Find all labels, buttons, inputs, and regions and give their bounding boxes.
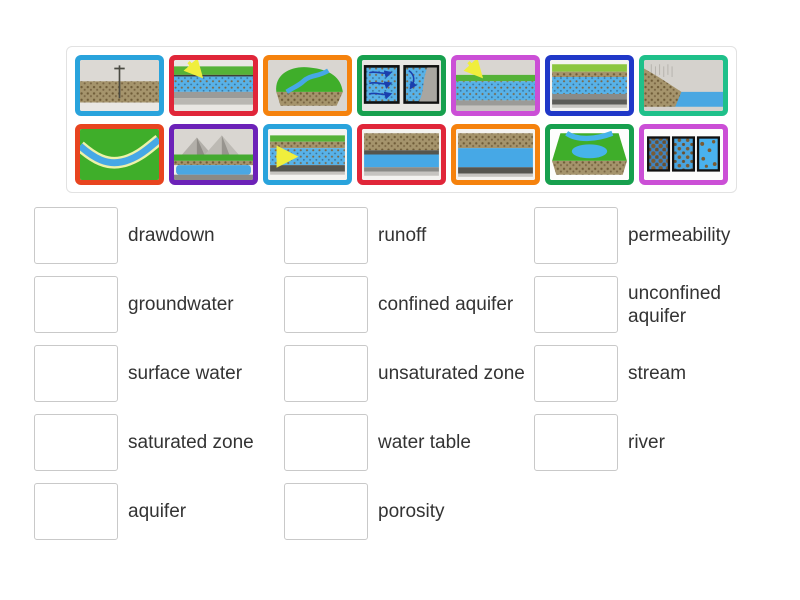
drop-zone-water-table[interactable] — [284, 414, 368, 471]
tile-stream[interactable] — [263, 55, 352, 116]
river-diagram-image — [80, 129, 159, 180]
match-row: river — [534, 414, 778, 471]
match-row: unsaturated zone — [284, 345, 528, 402]
runoff-diagram-image — [644, 60, 723, 111]
tile-confined-aquifer[interactable] — [357, 124, 446, 185]
drop-zone-runoff[interactable] — [284, 207, 368, 264]
drop-zone-groundwater[interactable] — [34, 276, 118, 333]
tile-surface-water[interactable] — [545, 124, 634, 185]
drop-zone-confined-aquifer[interactable] — [284, 276, 368, 333]
match-label-porosity: porosity — [378, 501, 445, 522]
match-label-confined-aquifer: confined aquifer — [378, 294, 514, 315]
match-row: unconfined aquifer — [534, 276, 778, 333]
tile-unconfined-aquifer[interactable] — [451, 124, 540, 185]
match-row: saturated zone — [34, 414, 278, 471]
match-label-water-table: water table — [378, 432, 471, 453]
drop-zone-porosity[interactable] — [284, 483, 368, 540]
unsaturated-zone-diagram-image — [456, 60, 535, 111]
groundwater-flow-diagram-image — [268, 129, 347, 180]
drop-zone-surface-water[interactable] — [34, 345, 118, 402]
match-label-unconfined-aquifer: unconfined aquifer — [628, 282, 721, 327]
porosity-diagram-image — [644, 129, 723, 180]
match-row: drawdown — [34, 207, 278, 264]
tile-groundwater-flow[interactable] — [263, 124, 352, 185]
tile-permeability[interactable] — [357, 55, 446, 116]
match-label-runoff: runoff — [378, 225, 427, 246]
tile-river[interactable] — [75, 124, 164, 185]
drop-zone-drawdown[interactable] — [34, 207, 118, 264]
tile-water-table[interactable] — [169, 55, 258, 116]
match-row: confined aquifer — [284, 276, 528, 333]
match-column-1: drawdown groundwater surface water satur… — [34, 207, 278, 552]
mountains-groundwater-diagram-image — [174, 129, 253, 180]
water-table-diagram-image — [174, 60, 253, 111]
permeability-diagram-image — [362, 60, 441, 111]
drop-zone-unsaturated-zone[interactable] — [284, 345, 368, 402]
tile-aquifer[interactable] — [545, 55, 634, 116]
match-label-river: river — [628, 432, 665, 453]
match-row: groundwater — [34, 276, 278, 333]
match-label-saturated-zone: saturated zone — [128, 432, 254, 453]
match-label-permeability: permeability — [628, 225, 731, 246]
match-row: aquifer — [34, 483, 278, 540]
match-row: permeability — [534, 207, 778, 264]
match-row: water table — [284, 414, 528, 471]
tile-drawdown-well[interactable] — [75, 55, 164, 116]
drop-zone-river[interactable] — [534, 414, 618, 471]
surface-water-diagram-image — [550, 129, 629, 180]
match-label-stream: stream — [628, 363, 687, 384]
drop-zone-unconfined-aquifer[interactable] — [534, 276, 618, 333]
tile-unsaturated-zone[interactable] — [451, 55, 540, 116]
drop-zone-aquifer[interactable] — [34, 483, 118, 540]
match-label-drawdown: drawdown — [128, 225, 215, 246]
match-column-2: runoff confined aquifer unsaturated zone… — [284, 207, 528, 552]
confined-aquifer-diagram-image — [362, 129, 441, 180]
well-diagram-image — [80, 60, 159, 111]
match-column-3: permeability unconfined aquifer stream r… — [534, 207, 778, 483]
unconfined-aquifer-diagram-image — [456, 129, 535, 180]
match-label-groundwater: groundwater — [128, 294, 234, 315]
tile-porosity[interactable] — [639, 124, 728, 185]
drop-zone-permeability[interactable] — [534, 207, 618, 264]
match-row: porosity — [284, 483, 528, 540]
match-row: surface water — [34, 345, 278, 402]
tile-groundwater-mountains[interactable] — [169, 124, 258, 185]
match-row: runoff — [284, 207, 528, 264]
drop-zone-stream[interactable] — [534, 345, 618, 402]
tiles-panel — [66, 46, 737, 193]
stream-diagram-image — [268, 60, 347, 111]
aquifer-diagram-image — [550, 60, 629, 111]
match-label-aquifer: aquifer — [128, 501, 187, 522]
match-label-unsaturated-zone: unsaturated zone — [378, 363, 525, 384]
tile-runoff[interactable] — [639, 55, 728, 116]
match-row: stream — [534, 345, 778, 402]
match-label-surface-water: surface water — [128, 363, 243, 384]
drop-zone-saturated-zone[interactable] — [34, 414, 118, 471]
